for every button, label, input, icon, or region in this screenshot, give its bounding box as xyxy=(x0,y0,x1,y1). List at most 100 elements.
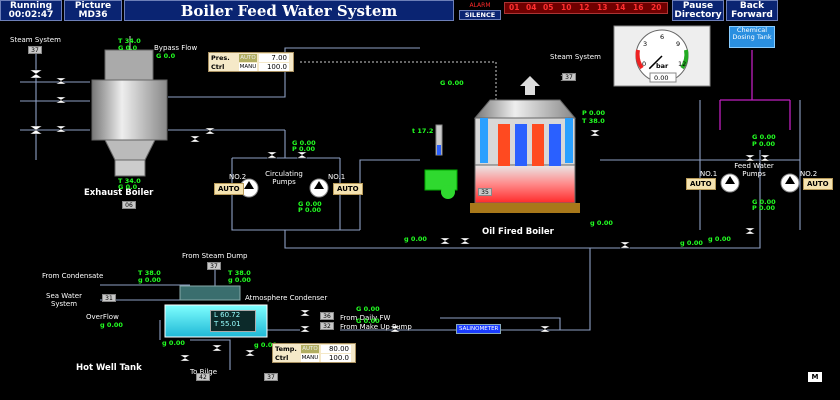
fw-flow-3: g 0.00 xyxy=(708,235,731,243)
from-steam-dump-label: From Steam Dump xyxy=(182,252,248,260)
temp-ctrl-output[interactable]: 100.0 xyxy=(321,354,351,362)
cond-flow-2: g 0.00 xyxy=(228,276,251,284)
alarm-code[interactable]: 04 xyxy=(526,3,537,12)
ofb-flow-1: g 0.00 xyxy=(404,235,427,243)
pump-arrows xyxy=(244,176,795,189)
circulating-pumps-label: Circulating Pumps xyxy=(265,170,303,186)
temp-ctrl-setpoint[interactable]: 80.00 xyxy=(321,345,351,353)
steam-flow: G 0.00 xyxy=(440,79,464,87)
cond-flow-1: g 0.00 xyxy=(138,276,161,284)
silence-button[interactable]: SILENCE xyxy=(459,10,501,20)
alarm-code[interactable]: 05 xyxy=(543,3,554,12)
gauge-tick: 12 xyxy=(678,60,687,68)
tag-36[interactable]: 36 xyxy=(320,312,334,320)
ofb-flow-3: g 0.00 xyxy=(680,239,703,247)
running-label: Running xyxy=(9,1,53,11)
gauge-tick: 3 xyxy=(643,40,648,48)
tag-32[interactable]: 32 xyxy=(320,322,334,330)
feed-pump-no2-auto-button[interactable]: AUTO xyxy=(803,178,833,190)
tag-42[interactable]: 42 xyxy=(196,373,210,381)
temp-ctrl-label: Temp. xyxy=(275,345,297,353)
feed-water-pumps-label: Feed Water Pumps xyxy=(734,162,774,178)
alarm-code[interactable]: 20 xyxy=(651,3,662,12)
from-condensate-label: From Condensate xyxy=(42,272,104,280)
alarm-code[interactable]: 01 xyxy=(509,3,520,12)
picture-button[interactable]: Picture MD36 xyxy=(64,0,122,21)
alarm-code[interactable]: 10 xyxy=(561,3,572,12)
page-title: Boiler Feed Water System xyxy=(124,0,454,21)
sea-water-system-label: Sea Water System xyxy=(46,292,82,308)
circ-pump-no1-label: NO.1 xyxy=(328,173,346,181)
picture-label: Picture xyxy=(74,1,112,11)
bypass-flow-label: Bypass Flow xyxy=(154,44,198,52)
tag-37[interactable]: 37 xyxy=(28,46,42,54)
tag-37[interactable]: 37 xyxy=(207,262,221,270)
circ-pres-2: P 0.00 xyxy=(298,206,322,214)
temperature-controller[interactable]: Temp. AUTO 80.00 Ctrl MANU 100.0 xyxy=(272,343,356,363)
oil-fired-boiler-label: Oil Fired Boiler xyxy=(482,227,554,237)
alarm-code-bar[interactable]: 01 04 05 10 12 13 14 16 20 xyxy=(504,2,668,14)
steam-system-right-label: Steam System xyxy=(550,53,601,61)
tag-35[interactable]: 35 xyxy=(478,188,492,196)
exhaust-out-flow: G 0.0 xyxy=(118,183,138,191)
tag-37[interactable]: 37 xyxy=(562,73,576,81)
atmosphere-condenser-label: Atmosphere Condenser xyxy=(245,294,328,302)
pres-ctrl-mode-manu[interactable]: MANU xyxy=(239,63,257,71)
pres-ctrl-output[interactable]: 100.0 xyxy=(259,63,289,71)
running-indicator: Running 00:02:47 xyxy=(0,0,62,21)
back-forward-button[interactable]: Back Forward xyxy=(726,0,778,21)
from-daily-fw-label: From Daily FW xyxy=(340,314,391,322)
picture-id: MD36 xyxy=(78,10,108,20)
circ-pres-1: P 0.00 xyxy=(292,145,316,153)
gauge-reading: 0.00 xyxy=(654,74,669,82)
hotwell-readout: L 60.72 T 55.01 xyxy=(210,310,256,332)
alarm-code[interactable]: 12 xyxy=(579,3,590,12)
chemical-dosing-tank[interactable]: Chemical Dosing Tank xyxy=(729,26,775,48)
makeup-flow: G 0.00 xyxy=(356,317,380,325)
pressure-controller[interactable]: Pres. AUTO 7.00 Ctrl MANU 100.0 xyxy=(208,52,294,72)
temp-ctrl-mode-manu[interactable]: MANU xyxy=(301,354,319,362)
ofb-temp: t 17.2 xyxy=(412,127,434,135)
back-label: Back xyxy=(739,1,765,11)
exhaust-boiler[interactable] xyxy=(91,36,168,177)
pres-ctrl-label: Pres. xyxy=(211,54,230,62)
feed-pump-no2-label: NO.2 xyxy=(800,170,818,178)
valves[interactable] xyxy=(29,69,771,362)
oil-fired-boiler-vessel[interactable] xyxy=(424,76,580,213)
pause-directory-button[interactable]: Pause Directory xyxy=(672,0,724,21)
alarm-code[interactable]: 13 xyxy=(597,3,608,12)
steam-pressure-gauge xyxy=(613,25,711,87)
overflow-flow: g 0.00 xyxy=(100,321,123,329)
circ-pump-no2-auto-button[interactable]: AUTO xyxy=(214,183,244,195)
pres-ctrl-setpoint[interactable]: 7.00 xyxy=(259,54,289,62)
circ-pump-no1-auto-button[interactable]: AUTO xyxy=(333,183,363,195)
cond-temp-1: T 38.0 xyxy=(138,269,161,277)
hotwell-level: L 60.72 xyxy=(214,311,241,319)
tag-37[interactable]: 37 xyxy=(264,373,278,381)
hotwell-temp: T 55.01 xyxy=(214,320,241,328)
alarm-label: ALARM xyxy=(469,2,491,9)
pause-label: Pause xyxy=(682,1,714,11)
tag-06[interactable]: 06 xyxy=(122,201,136,209)
steam-system-left-label: Steam System xyxy=(10,36,61,44)
feed-pump-no1-label: NO.1 xyxy=(700,170,718,178)
ofb-pres: P 0.00 xyxy=(582,109,606,117)
exhaust-flow: G 0.0 xyxy=(118,44,138,52)
hot-well-tank-label: Hot Well Tank xyxy=(76,363,142,373)
feed-pump-no1-auto-button[interactable]: AUTO xyxy=(686,178,716,190)
salinometer[interactable]: SALINOMETER xyxy=(456,324,502,334)
running-time: 00:02:47 xyxy=(8,10,54,20)
directory-label: Directory xyxy=(674,10,722,20)
fw-flow-1: G 0.00 xyxy=(752,133,776,141)
ofb-flow-2: g 0.00 xyxy=(590,219,613,227)
bypass-flow-value: G 0.0 xyxy=(156,52,176,60)
m-mark[interactable]: M xyxy=(808,372,822,382)
alarm-code[interactable]: 14 xyxy=(615,3,626,12)
cond-temp-2: T 38.0 xyxy=(228,269,251,277)
alarm-code[interactable]: 16 xyxy=(633,3,644,12)
pres-ctrl-mode-auto[interactable]: AUTO xyxy=(239,54,257,62)
fw-pres-2: P 0.00 xyxy=(752,204,776,212)
temp-ctrl-mode-auto[interactable]: AUTO xyxy=(301,345,319,353)
tag-31[interactable]: 31 xyxy=(102,294,116,302)
